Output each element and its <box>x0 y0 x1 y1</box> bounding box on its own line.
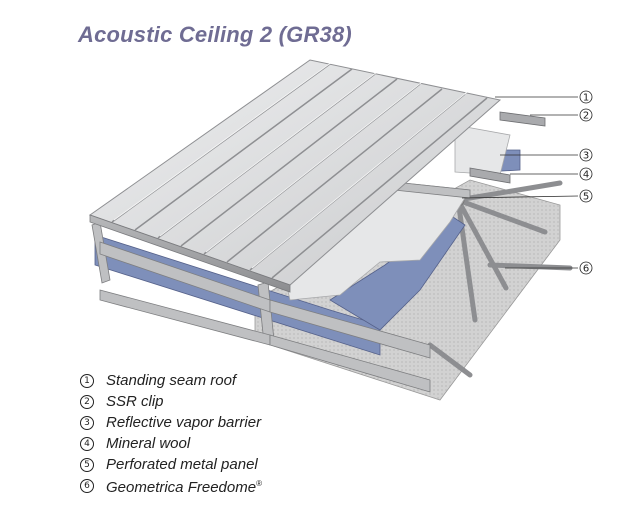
legend-number-6: 6 <box>80 478 94 493</box>
legend-label: Mineral wool <box>106 435 191 452</box>
legend-number-2: 2 <box>80 394 94 409</box>
freedome-frame <box>427 180 573 378</box>
legend-number-1: 1 <box>80 373 94 388</box>
legend: 1 Standing seam roof 2 SSR clip 3 Reflec… <box>80 370 262 496</box>
legend-item-vapor-barrier: 3 Reflective vapor barrier <box>80 412 262 433</box>
registered-mark: ® <box>256 479 262 488</box>
callout-3: 3 <box>579 148 593 162</box>
diagram-title: Acoustic Ceiling 2 (GR38) <box>78 22 352 47</box>
callout-4: 4 <box>579 167 593 181</box>
legend-number-5: 5 <box>80 457 94 472</box>
legend-item-mineral-wool: 4 Mineral wool <box>80 433 262 454</box>
legend-label: Geometrica Freedome <box>106 479 257 496</box>
legend-number-3: 3 <box>80 415 94 430</box>
legend-item-ssr-clip: 2 SSR clip <box>80 391 262 412</box>
callout-1-number: 1 <box>583 93 589 104</box>
legend-label: Perforated metal panel <box>106 456 258 473</box>
callout-2-number: 2 <box>583 111 589 122</box>
callout-6-number: 6 <box>583 264 589 275</box>
legend-item-perforated-metal-panel: 5 Perforated metal panel <box>80 454 262 475</box>
ssr-clip <box>469 111 546 184</box>
legend-label: SSR clip <box>106 393 164 410</box>
legend-label: Reflective vapor barrier <box>106 414 262 431</box>
callout-4-number: 4 <box>583 170 589 181</box>
legend-number-4: 4 <box>80 436 94 451</box>
callout-5-number: 5 <box>583 192 589 203</box>
callout-1: 1 <box>579 90 593 104</box>
callout-6: 6 <box>579 261 593 275</box>
callout-3-number: 3 <box>583 151 589 162</box>
legend-item-standing-seam-roof: 1 Standing seam roof <box>80 370 262 391</box>
callout-5: 5 <box>579 189 593 203</box>
legend-label: Standing seam roof <box>106 372 237 389</box>
legend-item-geometrica-freedome: 6 Geometrica Freedome® <box>80 475 262 496</box>
callout-2: 2 <box>579 108 593 122</box>
leader-lines <box>461 96 579 269</box>
